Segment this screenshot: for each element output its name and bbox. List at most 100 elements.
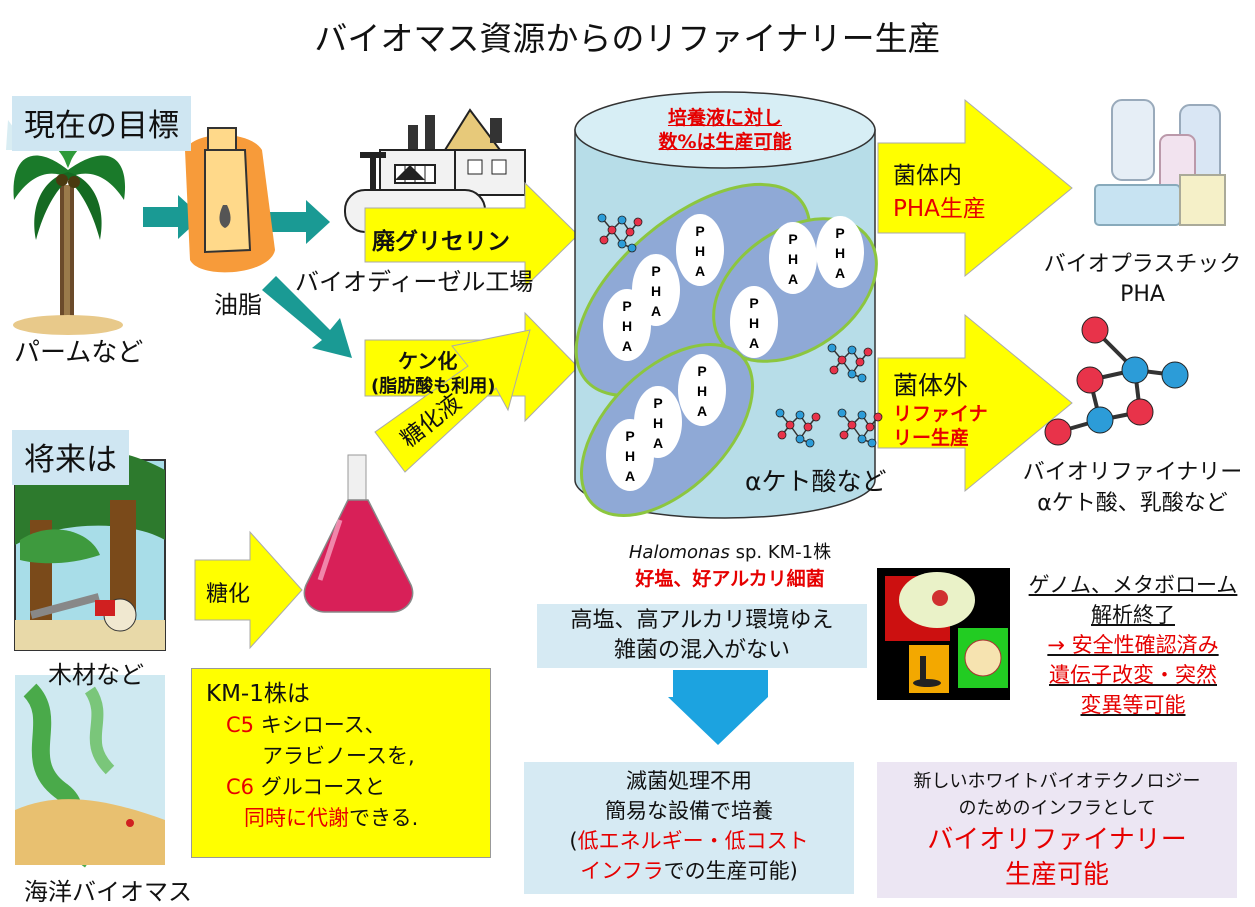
pha-letter: A [788, 271, 798, 287]
pha-letter: A [749, 335, 759, 351]
refinery-molecule-icon [1044, 316, 1189, 446]
intracellular-label: 菌体内 PHA生産 [893, 160, 986, 226]
c6-label: C6 [226, 775, 255, 799]
molecule-icons [597, 213, 883, 448]
tank-top-line1: 培養液に対し [667, 107, 782, 129]
production-possible-text: での生産可能) [663, 859, 798, 883]
sterilization-box: 滅菌処理不用 簡易な設備で培養 (低エネルギー・低コスト インフラでの生産可能) [524, 762, 854, 894]
strain-property: 好塩、好アルカリ細菌 [635, 568, 825, 590]
genome-line1: ゲノム、メタボローム [1028, 573, 1238, 597]
marine-label: 海洋バイオマス [24, 878, 192, 906]
bioplastic-line1: バイオプラスチック [1043, 252, 1242, 277]
arabinose-text: アラビノースを, [262, 744, 415, 768]
extracellular-line1: 菌体外 [893, 371, 969, 400]
extracellular-line3: リー生産 [893, 427, 970, 449]
arrow-intracellular [877, 98, 1073, 278]
bioplastic-line2: PHA [1120, 282, 1165, 307]
pha-letter: H [697, 383, 707, 399]
white-biotech-line1: 新しいホワイトバイオテクノロジー [913, 771, 1201, 792]
teal-arrow-oil-to-factory [270, 200, 330, 244]
pha-letter: P [622, 298, 631, 314]
pha-letter: H [622, 318, 632, 334]
pha-letter: H [651, 283, 661, 299]
glycerin-arrow-label: 廃グリセリン [372, 229, 510, 255]
intracellular-line2: PHA生産 [893, 196, 986, 222]
pha-letter: A [695, 263, 705, 279]
teal-arrow-oil-to-saponify [262, 276, 352, 358]
oil-bottle-icon [185, 127, 275, 273]
acid-label: αケト酸など [745, 467, 887, 496]
wood-label: 木材など [48, 661, 144, 689]
extracellular-label: 菌体外 リファイナ リー生産 [893, 366, 988, 450]
environment-line2: 雑菌の混入がない [613, 638, 790, 663]
genome-line3: → 安全性確認済み [1047, 633, 1219, 657]
environment-line1: 高塩、高アルカリ環境ゆえ [570, 608, 834, 633]
strain-genus: Halomonas [628, 542, 730, 563]
pha-letter: P [835, 225, 844, 241]
genome-line2: 解析終了 [1091, 603, 1175, 627]
pha-letter: P [695, 223, 704, 239]
biorefinery-line2: αケト酸、乳酸など [1037, 491, 1228, 516]
arrow-sugar-solution [374, 329, 531, 473]
tank-top-line2: 数%は生産可能 [658, 131, 792, 153]
environment-box: 高塩、高アルカリ環境ゆえ 雑菌の混入がない [537, 604, 867, 668]
down-arrow [668, 670, 768, 745]
arrow-glycerin [364, 181, 579, 289]
biorefinery-label: バイオリファイナリー αケト酸、乳酸など [1010, 457, 1255, 519]
page-title: バイオマス資源からのリファイナリー生産 [314, 19, 941, 58]
pha-letter: H [835, 245, 845, 261]
sterilization-paren: ( [569, 829, 578, 853]
xylose-text: キシロース、 [254, 713, 386, 737]
pha-letter: A [835, 265, 845, 281]
pha-granule [730, 286, 778, 358]
current-goal-header: 現在の目標 [12, 96, 191, 151]
sterilization-line2: 簡易な設備で培養 [605, 799, 773, 823]
glucose-text: グルコースと [254, 775, 386, 799]
molecule-icon [837, 408, 883, 448]
simultaneous-metabolism-text: 同時に代謝 [244, 806, 349, 830]
pha-letter: A [653, 435, 663, 451]
pha-letter: P [653, 395, 662, 411]
pha-letter: P [697, 363, 706, 379]
oil-label: 油脂 [214, 291, 262, 319]
low-energy-text: 低エネルギー・低コスト [577, 829, 809, 853]
bioplastics-icon [1094, 99, 1226, 226]
flask-icon [303, 454, 414, 613]
genome-text: ゲノム、メタボローム 解析終了 → 安全性確認済み 遺伝子改変・突然 変異等可能 [1013, 570, 1253, 720]
pha-granule [603, 289, 651, 361]
pha-letter: P [788, 231, 797, 247]
pha-granule [676, 214, 724, 286]
sterilization-line1: 滅菌処理不用 [626, 769, 752, 793]
pha-granule [769, 222, 817, 294]
saponify-arrow-sublabel: (脂肪酸も利用) [371, 376, 496, 397]
pha-letter: H [625, 448, 635, 464]
pha-letter: A [651, 303, 661, 319]
pha-granule [606, 419, 654, 491]
molecule-icon [827, 343, 873, 383]
bioplastic-label: バイオプラスチック PHA [1030, 250, 1255, 310]
pha-letter: H [788, 251, 798, 267]
pha-granule [678, 354, 726, 426]
pha-letter: A [625, 468, 635, 484]
can-text: できる. [349, 806, 419, 830]
pha-letter: P [625, 428, 634, 444]
palm-label: パームなど [14, 338, 144, 368]
seaweed-icon [15, 675, 165, 868]
extracellular-line2: リファイナ [893, 403, 988, 425]
palm-tree-icon [6, 120, 126, 335]
infra-text: インフラ [580, 859, 664, 883]
intracellular-line1: 菌体内 [893, 163, 962, 189]
genome-line5: 変異等可能 [1080, 693, 1186, 717]
pha-letter: A [697, 403, 707, 419]
biorefinery-line1: バイオリファイナリー [1022, 460, 1243, 485]
molecule-icon [775, 408, 821, 448]
white-biotech-line4: 生産可能 [1004, 860, 1109, 890]
pha-letter: P [749, 295, 758, 311]
km1-info-box: KM-1株は C5 キシロース、 アラビノースを, C6 グルコースと 同時に代… [191, 668, 491, 858]
pha-letter: A [622, 338, 632, 354]
factory-label: バイオディーゼル工場 [295, 268, 534, 296]
white-biotech-box: 新しいホワイトバイオテクノロジー のためのインフラとして バイオリファイナリー … [877, 762, 1237, 898]
saccharify-arrow-label: 糖化 [206, 582, 251, 607]
white-biotech-line2: のためのインフラとして [958, 798, 1156, 819]
